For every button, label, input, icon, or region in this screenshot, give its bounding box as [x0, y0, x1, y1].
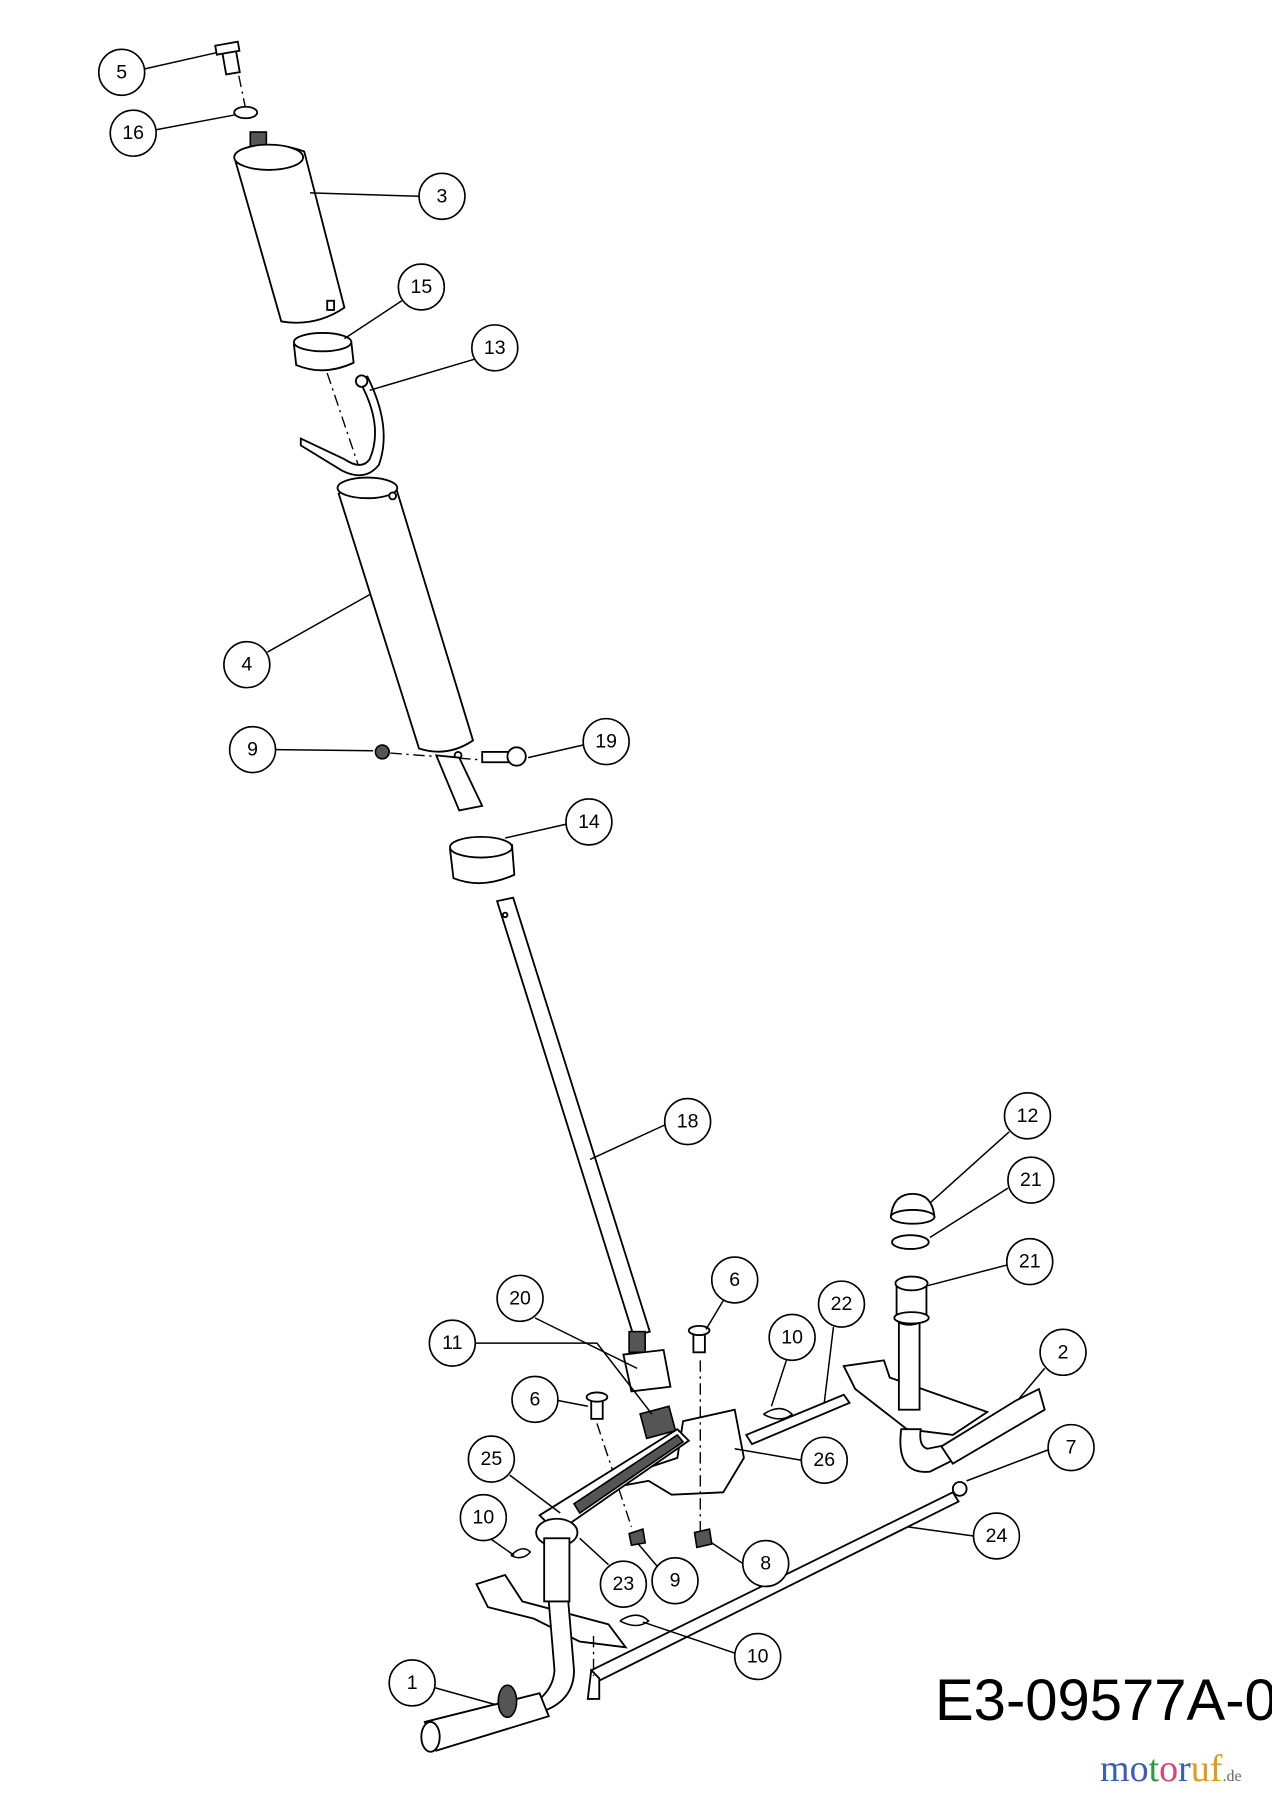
svg-text:3: 3: [437, 185, 448, 207]
svg-text:22: 22: [831, 1293, 853, 1315]
callout-23: 23: [599, 1560, 648, 1608]
svg-text:19: 19: [595, 731, 617, 753]
callout-14: 14: [565, 798, 613, 846]
svg-text:1: 1: [407, 1672, 418, 1694]
callout-1: 1: [388, 1659, 436, 1707]
svg-text:20: 20: [509, 1287, 531, 1309]
callout-22: 22: [817, 1280, 866, 1328]
callout-10b: 10: [459, 1493, 508, 1542]
callout-19: 19: [582, 717, 630, 766]
callout-26: 26: [800, 1436, 849, 1484]
watermark-letter: o: [1129, 1748, 1149, 1790]
watermark-suffix: .de: [1222, 1768, 1242, 1785]
parts-drawing: [214, 40, 1046, 1753]
svg-text:11: 11: [442, 1332, 462, 1354]
callout-7: 7: [1047, 1423, 1095, 1472]
callout-13: 13: [471, 324, 519, 372]
svg-text:6: 6: [729, 1269, 740, 1291]
callout-12: 12: [1003, 1092, 1052, 1140]
watermark-letter: t: [1148, 1748, 1160, 1790]
watermark-text: motoruf: [1100, 1748, 1222, 1790]
callout-4: 4: [223, 640, 271, 689]
svg-text:10: 10: [747, 1646, 769, 1668]
watermark-logo: motoruf.de: [1100, 1746, 1242, 1800]
watermark-letter: r: [1178, 1748, 1191, 1790]
svg-text:23: 23: [613, 1573, 635, 1595]
watermark-letter: u: [1190, 1748, 1210, 1790]
callout-9b: 9: [651, 1556, 699, 1605]
svg-text:5: 5: [116, 61, 127, 83]
svg-text:25: 25: [481, 1448, 503, 1470]
svg-text:12: 12: [1017, 1105, 1039, 1127]
callout-20: 20: [496, 1274, 544, 1323]
callout-21b: 21: [1005, 1237, 1054, 1286]
callouts: 5 16 3 15 13 4 9 19 14 18 12 21 21 6 20 …: [97, 48, 1095, 1707]
svg-text:21: 21: [1019, 1251, 1041, 1273]
diagram-code: E3-09577A-01: [935, 1668, 1272, 1733]
svg-text:9: 9: [247, 739, 258, 761]
callout-10: 10: [768, 1313, 816, 1362]
callout-5: 5: [97, 48, 146, 97]
callout-21: 21: [1007, 1156, 1055, 1204]
callout-9: 9: [228, 725, 277, 774]
callout-16: 16: [109, 109, 157, 157]
watermark-letter: m: [1100, 1748, 1130, 1790]
svg-text:18: 18: [677, 1111, 699, 1133]
svg-text:2: 2: [1058, 1341, 1069, 1363]
svg-text:10: 10: [781, 1326, 803, 1348]
svg-text:26: 26: [813, 1449, 835, 1471]
callout-25: 25: [467, 1435, 516, 1483]
callout-3: 3: [418, 172, 466, 221]
svg-text:7: 7: [1066, 1437, 1077, 1459]
svg-text:13: 13: [484, 337, 506, 359]
callout-11: 11: [428, 1319, 477, 1367]
callout-2: 2: [1039, 1328, 1087, 1377]
svg-text:16: 16: [122, 122, 144, 144]
svg-text:21: 21: [1020, 1169, 1042, 1191]
svg-text:9: 9: [670, 1570, 681, 1592]
svg-text:15: 15: [410, 276, 432, 298]
callout-6b: 6: [511, 1375, 559, 1424]
callout-10c: 10: [733, 1632, 782, 1681]
svg-text:10: 10: [472, 1507, 494, 1529]
callout-8: 8: [741, 1539, 790, 1588]
svg-text:8: 8: [760, 1553, 771, 1575]
callout-18: 18: [663, 1097, 712, 1146]
svg-text:4: 4: [241, 654, 252, 676]
svg-text:14: 14: [578, 811, 600, 833]
watermark-letter: o: [1159, 1748, 1179, 1790]
callout-6: 6: [710, 1256, 759, 1304]
svg-text:6: 6: [530, 1388, 541, 1410]
svg-text:24: 24: [986, 1525, 1008, 1547]
callout-15: 15: [397, 263, 446, 311]
callout-24: 24: [972, 1512, 1021, 1560]
watermark-letter: f: [1209, 1748, 1223, 1790]
leader-lines: [144, 52, 1049, 1706]
